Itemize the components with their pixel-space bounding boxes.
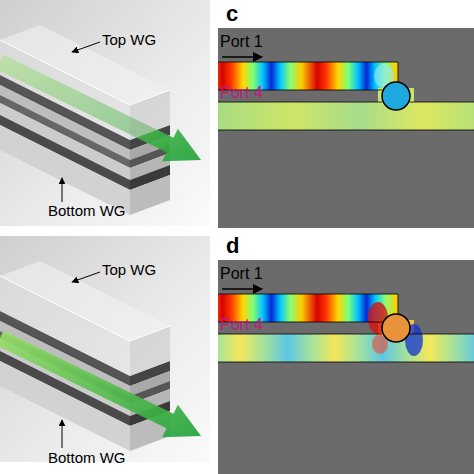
port-label: Port 4 <box>220 84 263 102</box>
panel-letter: d <box>226 234 239 258</box>
coupler-disk <box>382 82 410 110</box>
port-label: Port 4 <box>220 316 263 334</box>
cladding <box>218 260 474 474</box>
port-label: Port 1 <box>220 33 263 51</box>
leader-line <box>72 42 100 52</box>
panel-letter: c <box>226 2 238 26</box>
top-waveguide-slab <box>0 25 170 140</box>
input-arrow <box>222 56 262 58</box>
leader-line <box>62 420 63 448</box>
coupler-disk <box>382 314 410 342</box>
cladding <box>218 28 474 228</box>
port-label: Port 1 <box>220 265 263 283</box>
bottom-waveguide-field <box>218 334 474 362</box>
bottom-waveguide-field <box>218 102 474 130</box>
waveguide-label: Bottom WG <box>48 450 126 467</box>
waveguide-label: Bottom WG <box>48 203 126 220</box>
waveguide-label: Top WG <box>102 32 156 49</box>
leader-line <box>72 272 100 282</box>
leader-line <box>62 178 63 202</box>
waveguide-label: Top WG <box>102 262 156 279</box>
top-waveguide-slab <box>0 261 170 376</box>
input-arrow <box>222 288 262 290</box>
waveguide-stack <box>0 0 210 226</box>
